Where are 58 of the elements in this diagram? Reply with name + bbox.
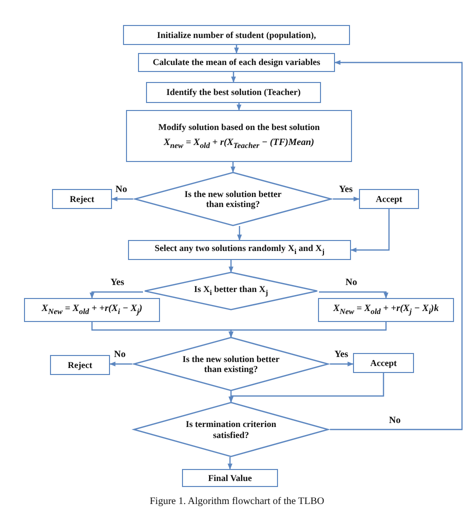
step-text: Final Value: [208, 472, 252, 484]
process-box: [359, 189, 419, 209]
decision-diamond: [133, 172, 333, 226]
arrow: [237, 226, 242, 241]
arrow: [231, 72, 236, 83]
caption: Figure 1. Algorithm flowchart of the TLBO: [148, 496, 326, 507]
arrow: [111, 196, 133, 202]
step-text: Is X$_{i}$ better than X$_{j}$: [194, 284, 268, 298]
arrow: [228, 373, 384, 403]
edge-label: Yes: [110, 278, 126, 288]
edge-label: No: [114, 185, 128, 196]
edge-label: Yes: [338, 185, 354, 196]
arrow: [230, 162, 236, 173]
arrow: [319, 291, 388, 299]
edge-label: No: [388, 416, 402, 426]
arrow: [330, 60, 463, 430]
step-text: Identify the best solution (Teacher): [166, 87, 301, 98]
process-box: [52, 189, 112, 209]
arrow: [333, 196, 360, 202]
step-text: Is the new solution better than existing?: [182, 354, 280, 374]
decision-diamond: [132, 402, 330, 457]
process-box: [146, 82, 321, 103]
arrow: [228, 457, 232, 470]
process-box: [182, 469, 278, 487]
arrow: [228, 322, 387, 338]
process-box: [24, 298, 160, 322]
step-text: Select any two solutions randomly X$_{i}$ and X$_{j}$: [154, 243, 324, 257]
arrow: [234, 45, 239, 54]
step-text: Modify solution based on the best solution: [158, 122, 320, 132]
step-text: X$_{New}$ = X$_{old}$ + +r(X$_{j}$ − X$_{i}$)k: [333, 304, 439, 316]
arrow: [228, 260, 234, 273]
step-text: Calculate the mean of each design variables: [152, 57, 320, 68]
step-text: Is termination criterion satisfied?: [184, 419, 278, 440]
process-box: [138, 53, 335, 72]
arrow: [236, 103, 242, 111]
arrow: [350, 209, 390, 252]
decision-diamond: [143, 272, 319, 310]
process-box: [318, 298, 454, 322]
edge-label: No: [344, 278, 358, 288]
step-text: X$_{New}$ = X$_{old}$ + +r(X$_{i}$ − X$_{j}$): [42, 304, 142, 316]
process-box: [50, 355, 110, 375]
step-text: Initialize number of student (population),: [156, 30, 316, 40]
step-text: Reject: [68, 360, 92, 370]
step-text: Accept: [370, 358, 397, 368]
edge-label: Yes: [334, 350, 350, 360]
decision-diamond: [132, 337, 330, 391]
formula: X$_{new}$ = X$_{old}$ + r(X$_{Teacher}$ − (TF)Mean): [164, 138, 314, 150]
process-box: [123, 25, 350, 45]
arrow: [90, 291, 143, 299]
step-text: Accept: [376, 194, 402, 204]
step-text: Is the new solution better than existing?: [184, 188, 282, 210]
step-text: Reject: [70, 194, 94, 204]
arrow: [109, 362, 132, 366]
arrow: [330, 362, 354, 366]
process-box: [353, 353, 414, 373]
process-box: [128, 240, 351, 260]
edge-label: No: [113, 350, 127, 360]
process-box: [126, 110, 352, 162]
